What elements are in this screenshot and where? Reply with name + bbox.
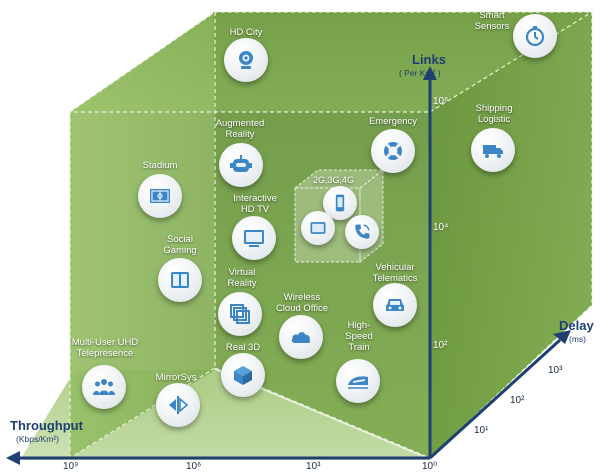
label-multi-user-uhd-telepresence: Multi-User UHD Telepresence — [71, 337, 139, 359]
label-stadium: Stadium — [142, 160, 178, 171]
label-interactive-hd-tv: Interactive HD TV — [233, 193, 277, 215]
links-axis-unit: ( Per Km² ) — [399, 68, 441, 78]
label-emergency: Emergency — [368, 116, 418, 127]
delay-tick-1: 10³ — [548, 365, 563, 376]
throughput-axis-title: Throughput — [10, 418, 83, 433]
truck-icon — [471, 128, 515, 172]
car-icon — [373, 283, 417, 327]
lifebuoy-icon — [371, 129, 415, 173]
cloud-icon — [279, 315, 323, 359]
label-smart-sensors: Smart Sensors — [474, 10, 510, 32]
throughput-tick-3: 10³ — [306, 461, 321, 472]
delay-axis-unit: (ms) — [569, 334, 586, 344]
people-icon — [82, 365, 126, 409]
call-icon — [345, 215, 379, 249]
label-augmented-reality: Augmented Reality — [215, 118, 265, 140]
phone-icon — [323, 186, 357, 220]
stopwatch-icon — [513, 14, 557, 58]
label-high-speed-train: High- Speed Train — [345, 320, 373, 353]
links-axis-title: Links — [412, 52, 446, 67]
links-tick-2: 10⁴ — [433, 222, 449, 233]
stadium-icon — [138, 174, 182, 218]
links-tick-1: 10⁶ — [433, 96, 449, 107]
throughput-axis-unit: (Kbps/Km²) — [16, 434, 59, 444]
train-icon — [336, 359, 380, 403]
tv-icon — [232, 216, 276, 260]
delay-tick-3: 10¹ — [474, 425, 489, 436]
throughput-tick-2: 10⁶ — [186, 461, 202, 472]
throughput-tick-4: 10⁰ — [422, 461, 438, 472]
label-hd-city: HD City — [229, 27, 263, 38]
label-shipping-logistic: Shipping Logistic — [475, 103, 513, 125]
robot-icon — [219, 143, 263, 187]
throughput-tick-1: 10⁹ — [63, 461, 79, 472]
label-wireless-cloud-office: Wireless Cloud Office — [275, 292, 329, 314]
mirror-icon — [156, 383, 200, 427]
delay-axis-title: Delay — [559, 318, 594, 333]
cube-icon — [221, 353, 265, 397]
tablet-icon — [301, 211, 335, 245]
vr-icon — [218, 292, 262, 336]
label-real-3d: Real 3D — [225, 342, 261, 353]
gamepad-icon — [158, 258, 202, 302]
label-virtual-reality: Virtual Reality — [227, 267, 257, 289]
delay-tick-2: 10² — [510, 395, 525, 406]
axis-lines — [6, 66, 571, 465]
webcam-icon — [224, 38, 268, 82]
right-face — [430, 12, 592, 458]
label-social-gaming: Social Gaming — [163, 234, 197, 256]
left-face — [70, 12, 215, 458]
top-face — [70, 12, 592, 112]
label-mirrorsys: MirrorSys — [155, 372, 197, 383]
label-vehicular-telematics: Vehicular Telematics — [372, 262, 418, 284]
links-tick-3: 10² — [433, 340, 448, 351]
legacy-label: 2G,3G,4G — [313, 175, 355, 185]
